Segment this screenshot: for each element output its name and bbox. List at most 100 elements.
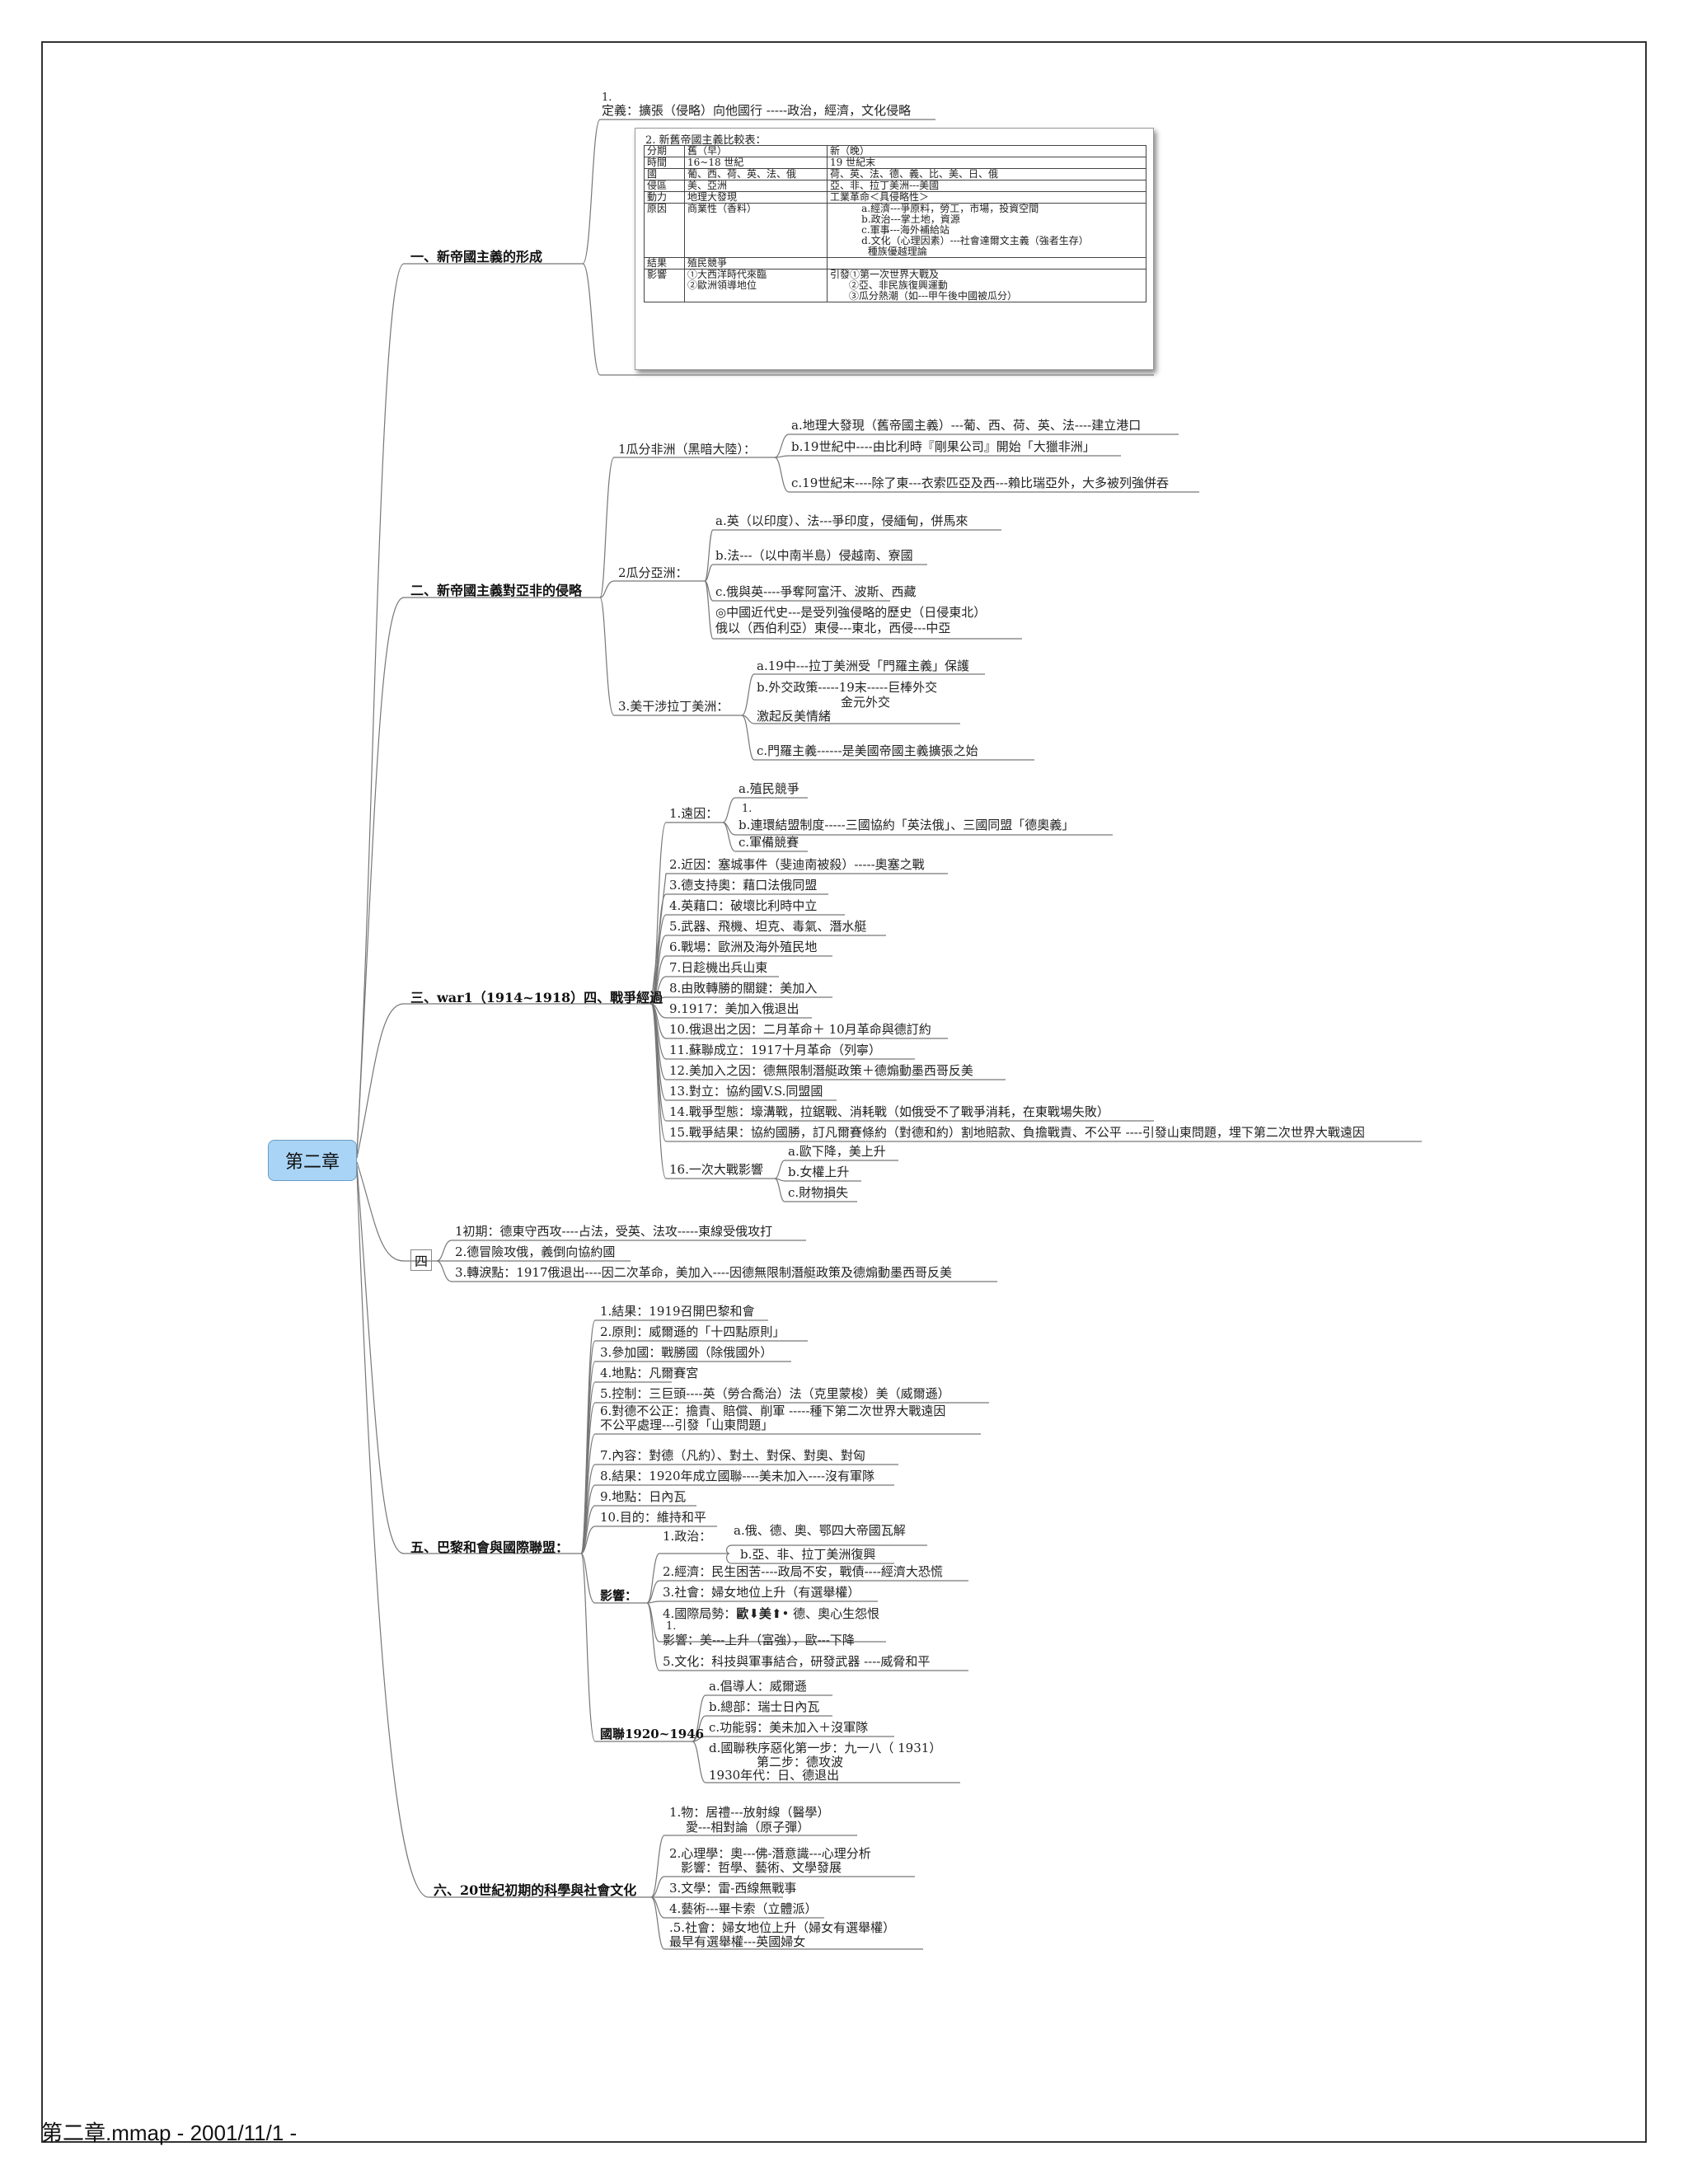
t3-remote-b-num: 1.: [742, 803, 753, 815]
t5-world-situation-label: 4.國際局勢：: [663, 1606, 737, 1621]
t3-item-15[interactable]: 15.戰爭結果：協約國勝，訂凡爾賽條約（對德和約）割地賠款、負擔戰責、不公平 -…: [669, 1125, 1365, 1140]
t2-latin-b2[interactable]: 金元外交: [841, 695, 891, 710]
t5-item-3[interactable]: 3.參加國：戰勝國（除俄國外）: [600, 1345, 773, 1360]
t3-impact-b[interactable]: b.女權上升: [788, 1165, 850, 1179]
t5-society[interactable]: 3.社會：婦女地位上升（有選舉權）: [663, 1585, 860, 1600]
t5-league-d3[interactable]: 1930年代：日、德退出: [709, 1768, 840, 1783]
topic-ww1[interactable]: 三、war1（1914~1918）四、戰爭經過: [410, 990, 663, 1005]
t6-psychology-b[interactable]: 影響：哲學、藝術、文學發展: [681, 1860, 842, 1875]
t3-item-4[interactable]: 4.英藉口：破壞比利時中立: [669, 898, 818, 913]
t5-politics[interactable]: 1.政治：: [663, 1529, 712, 1544]
t5-league-d2[interactable]: 第二步：德攻波: [757, 1755, 844, 1769]
t3-item-2[interactable]: 2.近因：塞城事件（斐迪南被殺）-----奧塞之戰: [669, 857, 925, 872]
t5-item-8[interactable]: 8.結果：1920年成立國聯----美未加入----沒有軍隊: [600, 1469, 875, 1483]
t5-item-5[interactable]: 5.控制：三巨頭----英（勞合喬治）法（克里蒙梭）美（威爾遜）: [600, 1386, 950, 1401]
t5-league[interactable]: 國聯1920~1946: [600, 1727, 705, 1741]
t3-item-14[interactable]: 14.戰爭型態：壕溝戰，拉鋸戰、消耗戰（如俄受不了戰爭消耗，在東戰場失敗）: [669, 1104, 1109, 1119]
t5-item-4[interactable]: 4.地點：凡爾賽宮: [600, 1366, 699, 1380]
t5-item-9[interactable]: 9.地點：日內瓦: [600, 1489, 687, 1504]
t5-item-7[interactable]: 7.內容：對德（凡約）、對土、對保、對奧、對匈: [600, 1448, 865, 1463]
t2-partition-africa[interactable]: 1瓜分非洲（黑暗大陸）：: [618, 442, 757, 457]
comparison-table-title: 2. 新舊帝國主義比較表：: [645, 134, 767, 147]
t2-partition-asia[interactable]: 2瓜分亞洲：: [618, 565, 688, 580]
t3-item-8[interactable]: 8.由敗轉勝的關鍵：美加入: [669, 981, 818, 996]
t5-league-c[interactable]: c.功能弱：美未加入＋沒軍隊: [709, 1720, 869, 1735]
t5-culture[interactable]: 5.文化：科技與軍事結合，研發武器 ----威脅和平: [663, 1654, 931, 1669]
t2-africa-c[interactable]: c.19世紀末----除了東---衣索匹亞及西---賴比瑞亞外，大多被列強併吞: [791, 476, 1169, 490]
t5-world-impact[interactable]: 影響：美---上升（富強），歐---下降: [663, 1633, 855, 1647]
t5-item-2[interactable]: 2.原則：威爾遜的「十四點原則」: [600, 1324, 785, 1339]
t3-remote-b[interactable]: b.連環結盟制度-----三國協約「英法俄」、三國同盟「德奧義」: [738, 818, 1075, 832]
t5-league-a[interactable]: a.倡導人：威爾遜: [709, 1679, 807, 1694]
t5-influence[interactable]: 影響：: [600, 1588, 638, 1603]
t3-item-11[interactable]: 11.蘇聯成立：1917十月革命（列寧）: [669, 1043, 882, 1057]
t6-art[interactable]: 4.藝術---畢卡索（立體派）: [669, 1901, 818, 1916]
t3-item-9[interactable]: 9.1917：美加入俄退出: [669, 1001, 799, 1016]
t3-remote-a[interactable]: a.殖民競爭: [738, 781, 799, 796]
t2-latin-c[interactable]: c.門羅主義------是美國帝國主義擴張之始: [757, 743, 978, 758]
t5-item-6a[interactable]: 6.對德不公正：擔責、賠償、削軍 -----種下第二次世界大戰遠因: [600, 1404, 946, 1418]
comparison-table-cell: 地理大發現: [684, 191, 828, 204]
comparison-table-cell: 動力: [644, 191, 685, 204]
t3-item-6[interactable]: 6.戰場：歐洲及海外殖民地: [669, 940, 818, 954]
t5-league-b[interactable]: b.總部：瑞士日內瓦: [709, 1699, 820, 1714]
page-frame: [41, 41, 1647, 2143]
topic-paris-conference[interactable]: 五、巴黎和會與國際聯盟：: [410, 1540, 570, 1555]
t3-remote-causes[interactable]: 1.遠因：: [669, 806, 719, 821]
t6-society-b[interactable]: 最早有選舉權---英國婦女: [669, 1934, 806, 1949]
central-topic[interactable]: 第二章: [268, 1140, 357, 1181]
t2-asia-c[interactable]: c.俄與英----爭奪阿富汗、波斯、西藏: [715, 584, 917, 599]
t2-latin-america[interactable]: 3.美干涉拉丁美洲：: [618, 699, 729, 714]
topic-imperialism-asia-africa[interactable]: 二、新帝國主義對亞非的侵略: [410, 583, 583, 598]
t4-item-3[interactable]: 3.轉淚點：1917俄退出----因二次革命，美加入----因德無限制潛艇政策及…: [455, 1265, 953, 1280]
t3-item-13[interactable]: 13.對立：協約國V.S.同盟國: [669, 1084, 823, 1099]
t1-number: 1.: [602, 91, 612, 104]
t2-africa-b[interactable]: b.19世紀中----由比利時『剛果公司』開始「大獵非洲」: [791, 439, 1095, 454]
t3-impact-a[interactable]: a.歐下降，美上升: [788, 1144, 886, 1159]
t3-item-7[interactable]: 7.日趁機出兵山東: [669, 960, 768, 975]
t3-item-10[interactable]: 10.俄退出之因：二月革命＋ 10月革命與德訂約: [669, 1022, 931, 1037]
usa-label: 美: [758, 1606, 771, 1621]
t3-item-12[interactable]: 12.美加入之因：德無限制潛艇政策＋德煽動墨西哥反美: [669, 1063, 973, 1078]
t4-item-2[interactable]: 2.德冒險攻俄，義倒向協約國: [455, 1244, 616, 1259]
t4-item-1[interactable]: 1初期：德東守西攻----占法，受英、法攻-----東線受俄攻打: [455, 1224, 773, 1239]
t6-physics-b[interactable]: 愛---相對論（原子彈）: [686, 1820, 810, 1835]
t6-psychology-a[interactable]: 2.心理學：奧---佛-潛意識---心理分析: [669, 1846, 871, 1861]
t2-latin-a[interactable]: a.19中---拉丁美洲受「門羅主義」保護: [757, 658, 970, 673]
t5-league-d1[interactable]: d.國聯秩序惡化第一步：九一八（ 1931）: [709, 1741, 942, 1755]
topic-four[interactable]: 四: [410, 1249, 433, 1271]
comparison-table-cell: ①大西洋時代來臨 ②歐洲領導地位: [684, 269, 828, 302]
t3-impact-c[interactable]: c.財物損失: [788, 1185, 849, 1200]
topic-new-imperialism-formation[interactable]: 一、新帝國主義的形成: [410, 249, 543, 265]
t3-remote-c[interactable]: c.軍備競賽: [738, 835, 799, 850]
comparison-table-row: 分期舊（早）新（晚）: [644, 145, 1146, 157]
arrow-up-icon: ⬆: [771, 1606, 782, 1621]
t2-asia-d2[interactable]: 俄以（西伯利亞）東侵---東北，西侵---中亞: [715, 621, 951, 635]
t5-economy[interactable]: 2.經濟：民生困苦----政局不安，戰債----經濟大恐慌: [663, 1564, 943, 1579]
t6-society-a[interactable]: .5.社會：婦女地位上升（婦女有選舉權）: [669, 1920, 896, 1935]
t5-politics-a[interactable]: a.俄、德、奧、鄂四大帝國瓦解: [734, 1523, 906, 1538]
t3-item-16[interactable]: 16.一次大戰影響: [669, 1162, 763, 1177]
t2-africa-a[interactable]: a.地理大發現（舊帝國主義）---葡、西、荷、英、法----建立港口: [791, 418, 1142, 433]
t1-definition[interactable]: 定義：擴張（侵略）向他國行 -----政治，經濟，文化侵略: [602, 103, 912, 118]
topic-science-culture[interactable]: 六、20世紀初期的科學與社會文化: [434, 1882, 637, 1898]
t6-physics-a[interactable]: 1.物：居禮---放射線（醫學）: [669, 1805, 830, 1820]
t5-politics-b[interactable]: b.亞、非、拉丁美洲復興: [740, 1547, 876, 1562]
t5-item-1[interactable]: 1.結果：1919召開巴黎和會: [600, 1304, 755, 1319]
t2-asia-a[interactable]: a.英（以印度）、法---爭印度，侵緬甸，併馬來: [715, 513, 968, 528]
comparison-table-cell: [827, 257, 1146, 269]
t6-literature[interactable]: 3.文學：雷-西線無戰事: [669, 1881, 797, 1896]
t5-world-situation[interactable]: 4.國際局勢：歐⬇美⬆• 德、奧心生怨恨: [663, 1606, 879, 1621]
t2-asia-d1[interactable]: ◎中國近代史---是受列強侵略的歷史（日侵東北）: [715, 605, 987, 620]
t5-item-6b[interactable]: 不公平處理---引發「山東問題」: [600, 1418, 774, 1432]
t5-item-10[interactable]: 10.目的：維持和平: [600, 1510, 706, 1525]
t3-item-3[interactable]: 3.德支持奧：藉口法俄同盟: [669, 878, 818, 893]
t3-item-5[interactable]: 5.武器、飛機、坦克、毒氣、潛水艇: [669, 919, 867, 934]
t2-asia-b[interactable]: b.法---（以中南半島）侵越南、寮國: [715, 548, 913, 563]
t2-latin-b1[interactable]: b.外交政策-----19末-----巨棒外交: [757, 680, 938, 695]
comparison-table-row: 動力地理大發現工業革命＜具侵略性＞: [644, 191, 1146, 204]
t2-latin-b3[interactable]: 激起反美情緒: [757, 709, 832, 724]
